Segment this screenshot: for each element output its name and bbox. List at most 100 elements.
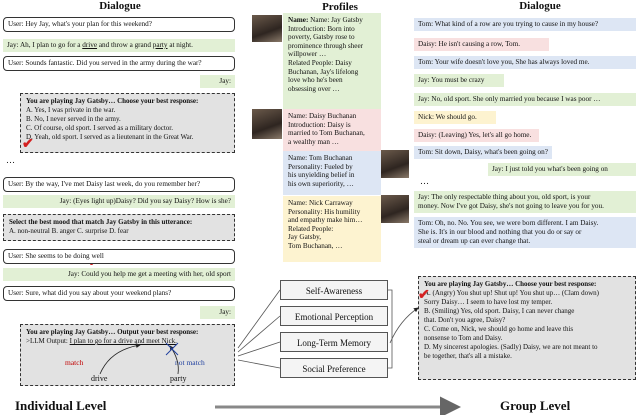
profile-line: Jay Gatsby, (288, 233, 322, 242)
profile-line: Tom Buchanan, … (288, 241, 343, 250)
jay-gatsby-photo (252, 15, 282, 42)
user-message: User: Sounds fantastic. Did you served i… (3, 56, 235, 71)
option-c-cont: nonsense to Tom and Daisy. (424, 334, 503, 342)
mood-options[interactable]: A. non-neutral B. anger C. surprise D. f… (9, 227, 129, 235)
profile-line: and empathy make him… (288, 216, 363, 225)
profile-line: Introduction: Daisy is (288, 120, 351, 129)
profile-line: Related People: Daisy (288, 58, 352, 67)
profile-nick-carraway: Name: Nick Carraway Personality: His hum… (283, 196, 381, 262)
daisy-message: Daisy: (Leaving) Yes, let's all go home. (414, 129, 539, 142)
profile-line: willpower … (288, 50, 327, 59)
profile-line: Personality: Fueled by (288, 162, 353, 171)
profile-line: Related People: (288, 224, 334, 233)
option-a[interactable]: A. (Angry) You shut up! Shut up! You shu… (424, 289, 600, 297)
profile-line: Buchanan, Jay's lifelong (288, 67, 359, 76)
ellipsis: … (420, 176, 429, 186)
check-mark-icon: ✔ (22, 137, 34, 152)
skill-social-preference: Social Preference (280, 358, 388, 378)
jay-prompt: Jay: (200, 75, 235, 88)
skill-self-awareness: Self-Awareness (280, 280, 388, 300)
group-level-label: Group Level (500, 398, 571, 413)
tom-message: Tom: Your wife doesn't love you, She has… (414, 56, 636, 69)
profile-name: Name: Jay Gatsby (310, 16, 363, 24)
keyword-party: party (152, 41, 168, 49)
panel-title: Select the best mood that match Jay Gats… (9, 218, 193, 226)
tom-message: Tom: Sit down, Daisy, what's been going … (414, 146, 552, 159)
profile-line: Name: Tom Buchanan (288, 154, 353, 162)
profile-line: poverty, Gatsby rose to (288, 33, 355, 42)
profile-line: married to Tom Buchanan, (288, 129, 365, 138)
not-match-label: not match (175, 358, 205, 367)
message-line: Jay: The only respectable thing about yo… (418, 193, 591, 201)
option-d-cont: be together, that's all a mistake. (424, 352, 512, 360)
llm-output-label: >LLM Output: (26, 337, 70, 345)
nick-carraway-photo (381, 195, 409, 223)
option-d[interactable]: D. My sincerest apologies. (Sadly) Daisy… (424, 343, 598, 351)
panel-title: You are playing Jay Gatsby… Output your … (26, 328, 199, 336)
profile-line: love who he's been (288, 76, 343, 85)
jay-message-text: at night. (167, 41, 193, 49)
option-b-cont: that. Don't you agree, Daisy? (424, 316, 506, 324)
jay-message-text: and throw a grand (97, 41, 153, 49)
jay-message-text: Jay: Ah, I plan to go for a (7, 41, 83, 49)
check-mark-icon: ✔ (418, 288, 430, 303)
jay-message: Jay: The only respectable thing about yo… (414, 191, 636, 213)
match-label: match (65, 358, 84, 367)
profiles-header: Profiles (322, 1, 358, 13)
profile-line: a wealthy man … (288, 137, 339, 146)
message-line: money. Now I've got Daisy, she's not goi… (418, 202, 604, 210)
tom-message: Tom: Oh, no. No. You see, we were born d… (414, 217, 636, 248)
option-c[interactable]: C. Come on, Nick, we should go home and … (424, 325, 574, 333)
option-c[interactable]: C. Of course, old sport. I served as a m… (26, 124, 173, 132)
panel-title: You are playing Jay Gatsby… Choose your … (424, 280, 597, 288)
keyword-party-label: party (170, 374, 187, 383)
skill-long-term-memory: Long-Term Memory (280, 332, 388, 352)
profile-jay-gatsby: Name: Name: Jay Gatsby Introduction: Bor… (283, 13, 381, 109)
jay-message: Jay: I just told you what's been going o… (488, 163, 636, 176)
keyword-drive-label: drive (91, 374, 108, 383)
profile-line: his own superiority, … (288, 179, 354, 188)
jay-message: Jay: No, old sport. She only married you… (414, 93, 636, 106)
generation-question-panel: You are playing Jay Gatsby… Output your … (20, 324, 235, 386)
option-b[interactable]: B. (Smiling) Yes, old sport. Daisy, I ca… (424, 307, 575, 315)
user-message: User: Hey Jay, what's your plan for this… (3, 17, 235, 32)
message-line: Tom: Oh, no. No. You see, we were born d… (418, 219, 599, 227)
user-message: User: She seems to be doing well (3, 249, 235, 264)
daisy-buchanan-photo (252, 109, 282, 139)
option-b[interactable]: B. No, I never served in the army. (26, 115, 121, 123)
option-d[interactable]: D. Yeah, old sport. I served as a lieute… (26, 133, 194, 141)
jay-prompt: Jay: (200, 306, 235, 319)
jay-message: Jay: Could you help me get a meeting wit… (3, 268, 235, 281)
keyword-drive: drive (82, 41, 98, 49)
user-message: User: Sure, what did you say about your … (3, 286, 235, 301)
individual-level-label: Individual Level (15, 398, 107, 413)
group-choice-panel: You are playing Jay Gatsby… Choose your … (418, 276, 636, 380)
jay-message: Jay: Ah, I plan to go for a drive and th… (3, 39, 235, 52)
skill-emotional-perception: Emotional Perception (280, 306, 388, 326)
mood-question-panel: Select the best mood that match Jay Gats… (3, 214, 235, 241)
right-dialogue-header: Dialogue (519, 0, 561, 12)
user-message: User: By the way, I've met Daisy last we… (3, 177, 235, 192)
profile-daisy-buchanan: Name: Daisy Buchanan Introduction: Daisy… (283, 109, 381, 151)
message-line: She is. It's in our blood and nothing th… (418, 228, 582, 236)
profile-line: obsessing over … (288, 84, 340, 93)
tom-message: Tom: What kind of a row are you trying t… (414, 18, 636, 31)
profile-line: prominence through sheer (288, 41, 364, 50)
left-dialogue-header: Dialogue (99, 0, 141, 12)
option-a-cont: Sorry Daisy… I seem to have lost my temp… (424, 298, 553, 306)
nick-message: Nick: We should go. (414, 111, 496, 124)
llm-output-text: I plan to go for a drive and meet Nick. (69, 337, 177, 345)
jay-message: Jay: (Eyes light up)Daisy? Did you say D… (3, 195, 235, 208)
tom-buchanan-photo (381, 150, 409, 178)
jay-message: Jay: You must be crazy (414, 74, 504, 87)
profile-line: his unyielding belief in (288, 171, 355, 180)
daisy-message: Daisy: He isn't causing a row, Tom. (414, 38, 549, 51)
profile-line: Name: Daisy Buchanan (288, 112, 357, 120)
profile-line: Introduction: Born into (288, 24, 355, 33)
profile-line: Personality: His humility (288, 207, 361, 216)
profile-line: Name: Name: Jay Gatsby (288, 16, 363, 24)
profile-tom-buchanan: Name: Tom Buchanan Personality: Fueled b… (283, 151, 381, 195)
ellipsis: … (6, 155, 15, 165)
option-a[interactable]: A. Yes, I was private in the war. (26, 106, 116, 114)
